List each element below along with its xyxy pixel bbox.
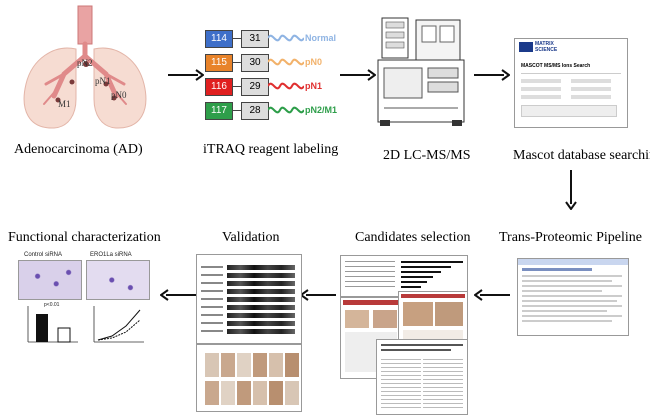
reporter-box: 115 (205, 54, 233, 72)
ihc-tile (269, 381, 283, 405)
mascot-screenshot: MATRIX SCIENCE MASCOT MS/MS Ions Search (514, 38, 628, 128)
western-blot-panel (196, 254, 302, 344)
reactive-group-wave (268, 34, 304, 42)
blot-band-row (227, 281, 295, 286)
blot-band-row (227, 265, 295, 270)
arrow-left-icon (474, 289, 510, 301)
functional-panel: Control siRNA ERO1La siRNA p<0.01 (14, 250, 154, 350)
tpp-screenshot (517, 258, 629, 336)
invasion-ero-image (86, 260, 150, 300)
arrow-down-icon (565, 170, 577, 210)
blot-band-row (227, 329, 295, 334)
reporter-box: 117 (205, 102, 233, 120)
blot-band-row (227, 305, 295, 310)
step-mascot: Mascot database searching (513, 148, 650, 163)
ihc-tile (285, 353, 299, 377)
balance-box: 30 (241, 54, 269, 72)
step-validation: Validation (222, 230, 280, 245)
reactive-group-wave (268, 106, 304, 114)
step-tpp: Trans-Proteomic Pipeline (499, 230, 642, 245)
blot-band-row (227, 289, 295, 294)
ihc-tile (253, 353, 267, 377)
step-lcms: 2D LC-MS/MS (383, 148, 471, 163)
lung-illustration (23, 5, 147, 129)
mascot-logo-icon (519, 42, 533, 52)
reactive-group-wave (268, 58, 304, 66)
reagent-connector (232, 110, 241, 111)
tag-pn2: pN2 (77, 58, 93, 68)
ihc-tile (237, 381, 251, 405)
reagent-connector (232, 62, 241, 63)
mascot-logo-text2: SCIENCE (535, 47, 558, 53)
candidates-collage (340, 255, 468, 415)
step-candidates: Candidates selection (355, 230, 471, 245)
ihc-tile (205, 381, 219, 405)
blot-band-row (227, 273, 295, 278)
mascot-logo-text1: MATRIX (535, 41, 554, 47)
step-itraq: iTRAQ reagent labeling (203, 142, 339, 157)
sample-label: pN2/M1 (305, 105, 338, 115)
arrow-right-icon (474, 69, 510, 81)
blot-band-row (227, 297, 295, 302)
lc-ms-instrument (377, 17, 465, 126)
tag-pn0: pN0 (111, 90, 127, 100)
blot-band-row (227, 313, 295, 318)
balance-box: 31 (241, 30, 269, 48)
ihc-tile (221, 353, 235, 377)
tag-pn1: pN1 (95, 76, 111, 86)
ihc-tile (221, 381, 235, 405)
arrow-left-icon (300, 289, 336, 301)
arrow-left-icon (160, 289, 196, 301)
functional-charts (27, 306, 144, 343)
ihc-tile (285, 381, 299, 405)
balance-box: 28 (241, 102, 269, 120)
sample-label: pN0 (305, 57, 323, 67)
reagent-connector (232, 86, 241, 87)
reactive-group-wave (268, 82, 304, 90)
ihc-tile (237, 353, 251, 377)
balance-box: 29 (241, 78, 269, 96)
blot-band-row (227, 321, 295, 326)
reporter-box: 116 (205, 78, 233, 96)
reagent-connector (232, 38, 241, 39)
sample-label: Normal (305, 33, 337, 43)
tag-m1: M1 (58, 99, 71, 109)
mascot-title: MASCOT MS/MS Ions Search (521, 63, 591, 69)
ihc-tile (253, 381, 267, 405)
caption-ero-sirna: ERO1La siRNA (90, 252, 132, 258)
step-adenocarcinoma: Adenocarcinoma (AD) (14, 142, 143, 157)
ihc-tile (269, 353, 283, 377)
sample-label: pN1 (305, 81, 323, 91)
reporter-box: 114 (205, 30, 233, 48)
step-functional: Functional characterization (8, 230, 161, 245)
arrow-right-icon (168, 69, 204, 81)
ihc-tile (205, 353, 219, 377)
invasion-control-image (18, 260, 82, 300)
ihc-panel (196, 344, 302, 412)
caption-p-value: p<0.01 (44, 302, 60, 308)
caption-control-sirna: Control siRNA (24, 252, 63, 258)
arrow-right-icon (340, 69, 376, 81)
